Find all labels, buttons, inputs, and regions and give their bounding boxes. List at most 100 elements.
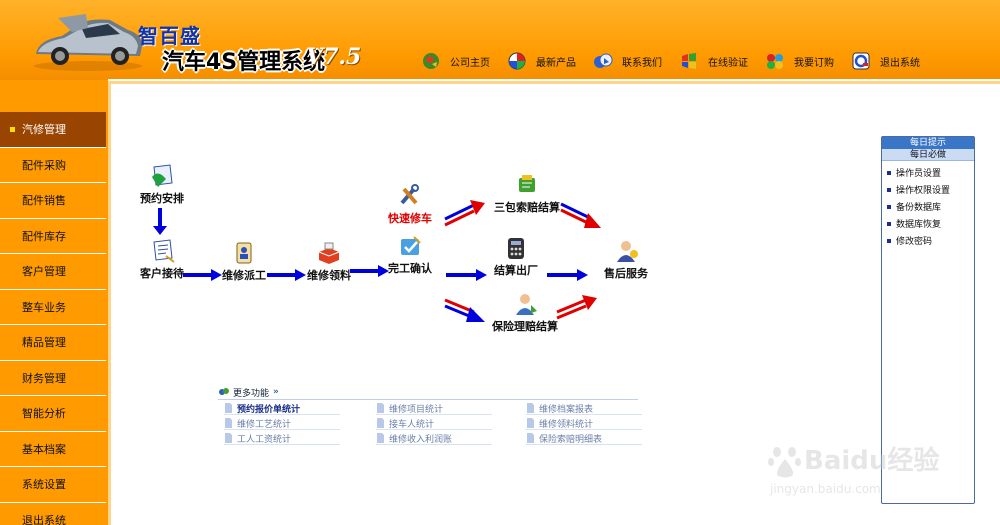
daily-item-backup-database[interactable]: 备份数据库 xyxy=(882,198,974,215)
nav-home[interactable]: 公司主页 xyxy=(420,50,490,72)
main-content xyxy=(108,79,1000,525)
sidebar-item-label: 智能分析 xyxy=(22,407,66,421)
sidebar-item-label: 配件销售 xyxy=(22,194,66,208)
flow-node-insurance[interactable]: 保险理赔结算 xyxy=(492,291,558,334)
flow-node-quick-repair[interactable]: 快速修车 xyxy=(388,183,432,226)
nav-verify[interactable]: 在线验证 xyxy=(678,50,748,72)
daily-item-label: 备份数据库 xyxy=(896,203,942,213)
nav-exit[interactable]: 退出系统 xyxy=(850,50,920,72)
sidebar-item-basic-records[interactable]: 基本档案 xyxy=(0,431,106,467)
daily-item-restore-database[interactable]: 数据库恢复 xyxy=(882,215,974,232)
watermark-text: Baidu经验 xyxy=(804,446,940,476)
arrow-diagonal-up xyxy=(556,295,597,320)
link-quote-stats[interactable]: 预约报价单统计 xyxy=(224,402,340,415)
link-profit-ledger[interactable]: 维修收入利润账 xyxy=(376,432,492,445)
sidebar-item-system-settings[interactable]: 系统设置 xyxy=(0,467,106,503)
sports-car-logo-icon xyxy=(34,14,142,71)
daily-item-label: 操作员设置 xyxy=(896,169,942,179)
sidebar-item-label: 退出系统 xyxy=(22,513,66,525)
sidebar-item-label: 客户管理 xyxy=(22,265,66,279)
flow-label: 预约安排 xyxy=(140,192,184,205)
sidebar-item-label: 整车业务 xyxy=(22,300,66,314)
flow-label: 维修派工 xyxy=(222,269,266,282)
flow-node-appointment[interactable]: 预约安排 xyxy=(140,163,184,206)
flow-node-after-sales[interactable]: 售后服务 xyxy=(604,238,648,281)
daily-item-change-password[interactable]: 修改密码 xyxy=(882,232,974,249)
sidebar-item-label: 精品管理 xyxy=(22,336,66,350)
sidebar-item-label: 配件采购 xyxy=(22,158,66,172)
nav-order-label: 我要订购 xyxy=(794,57,834,69)
link-process-stats[interactable]: 维修工艺统计 xyxy=(224,417,340,430)
sidebar-item-finance-management[interactable]: 财务管理 xyxy=(0,360,106,396)
bullet-icon xyxy=(887,238,891,243)
arrow-down xyxy=(153,208,167,235)
exit-icon xyxy=(852,52,870,70)
reception-doc-icon xyxy=(153,239,175,263)
daily-item-label: 修改密码 xyxy=(896,237,933,247)
sidebar-item-vehicle-business[interactable]: 整车业务 xyxy=(0,289,106,325)
double-chevron-icon: » xyxy=(273,387,279,397)
arrow-right xyxy=(350,265,389,277)
link-label: 维修档案报表 xyxy=(539,404,594,415)
product-wheel-icon xyxy=(508,52,526,70)
verify-icon xyxy=(682,53,696,69)
sidebar-item-smart-analysis[interactable]: 智能分析 xyxy=(0,396,106,432)
nav-home-label: 公司主页 xyxy=(450,57,490,69)
flow-node-warranty[interactable]: 三包索赔结算 xyxy=(494,172,560,215)
flow-label: 快速修车 xyxy=(388,212,432,225)
nav-order[interactable]: 我要订购 xyxy=(764,50,834,72)
document-icon xyxy=(527,418,534,428)
bullet-icon xyxy=(887,204,891,209)
daily-list: 操作员设置 操作权限设置 备份数据库 数据库恢复 修改密码 xyxy=(882,161,974,249)
flow-node-reception[interactable]: 客户接待 xyxy=(140,238,184,281)
sidebar-item-repair-management[interactable]: 汽修管理 xyxy=(0,112,106,148)
baidu-watermark: Baidu经验 jingyan.baidu.com xyxy=(766,438,946,508)
bullet-icon xyxy=(887,221,891,226)
link-label: 维修收入利润账 xyxy=(389,434,453,445)
arrow-right xyxy=(267,269,306,281)
sidebar-item-boutique-management[interactable]: 精品管理 xyxy=(0,325,106,361)
link-repair-item-stats[interactable]: 维修项目统计 xyxy=(376,402,492,415)
flow-node-parts-pick[interactable]: 维修领料 xyxy=(307,240,351,283)
bullet-icon xyxy=(887,187,891,192)
arrow-diagonal-up xyxy=(444,200,485,227)
more-functions-header[interactable]: 更多功能 » xyxy=(218,385,638,399)
nav-products[interactable]: 最新产品 xyxy=(506,50,576,72)
sidebar-item-exit-system[interactable]: 退出系统 xyxy=(0,502,106,525)
sidebar-item-customer-management[interactable]: 客户管理 xyxy=(0,254,106,290)
daily-item-label: 数据库恢复 xyxy=(896,220,942,230)
daily-must-do-title: 每日必做 xyxy=(882,149,974,161)
sidebar-item-parts-purchase[interactable]: 配件采购 xyxy=(0,147,106,183)
active-dot-icon xyxy=(10,126,15,132)
link-wage-stats[interactable]: 工人工资统计 xyxy=(224,432,340,445)
sidebar-item-parts-sales[interactable]: 配件销售 xyxy=(0,183,106,219)
arrow-diagonal-down xyxy=(444,298,485,322)
order-icon xyxy=(767,54,783,69)
bullet-icon xyxy=(887,170,891,175)
arrow-diagonal-down xyxy=(560,202,601,228)
nav-contact[interactable]: 联系我们 xyxy=(592,50,662,72)
more-functions: 更多功能 » 预约报价单统计 维修项目统计 维修档案报表 维修工艺统计 接车人统… xyxy=(218,385,642,445)
flow-label: 保险理赔结算 xyxy=(492,320,558,333)
flow-label: 完工确认 xyxy=(388,262,432,275)
flow-node-complete[interactable]: 完工确认 xyxy=(388,233,432,276)
wrench-tools-icon xyxy=(400,184,419,205)
warranty-cart-icon xyxy=(519,175,535,192)
link-insurance-claim-detail[interactable]: 保险索赔明细表 xyxy=(526,432,642,445)
flow-node-checkout[interactable]: 结算出厂 xyxy=(494,235,538,278)
link-repair-archive-report[interactable]: 维修档案报表 xyxy=(526,402,642,415)
divider xyxy=(218,399,638,400)
watermark-url: jingyan.baidu.com xyxy=(770,482,881,496)
daily-item-permission-settings[interactable]: 操作权限设置 xyxy=(882,181,974,198)
sidebar-item-parts-inventory[interactable]: 配件库存 xyxy=(0,218,106,254)
flow-node-dispatch[interactable]: 维修派工 xyxy=(222,240,266,283)
calculator-icon xyxy=(508,238,524,259)
nav-contact-label: 联系我们 xyxy=(622,57,662,69)
document-icon xyxy=(225,403,232,413)
daily-item-operator-settings[interactable]: 操作员设置 xyxy=(882,164,974,181)
link-receiver-stats[interactable]: 接车人统计 xyxy=(376,417,492,430)
more-functions-title: 更多功能 xyxy=(233,388,270,399)
link-label: 维修项目统计 xyxy=(389,404,444,415)
insurance-person-icon xyxy=(516,294,537,315)
link-parts-pick-stats[interactable]: 维修领料统计 xyxy=(526,417,642,430)
